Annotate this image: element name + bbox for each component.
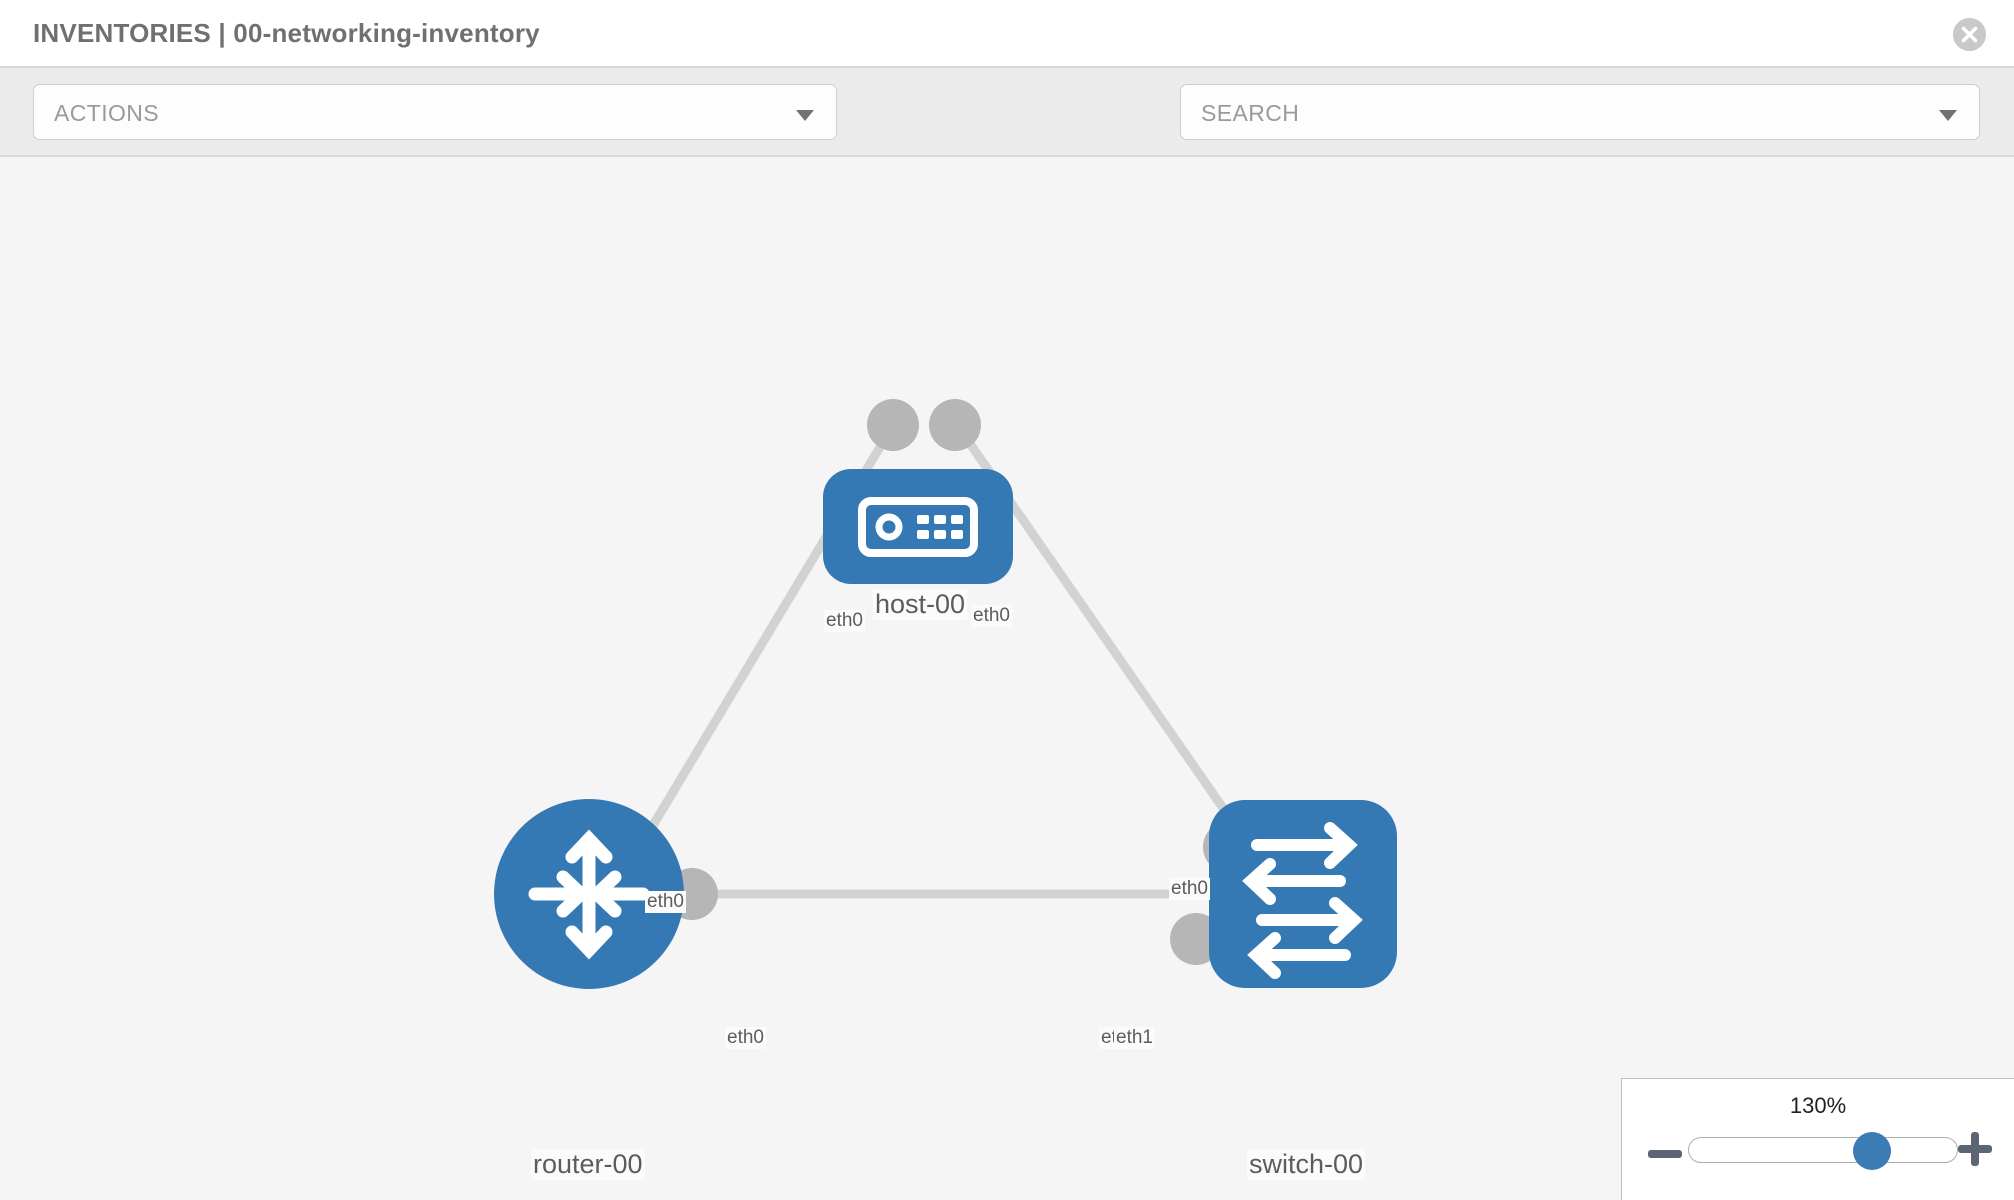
topology-graph bbox=[494, 399, 1397, 989]
zoom-out-button[interactable] bbox=[1648, 1132, 1682, 1166]
server-icon bbox=[858, 497, 978, 557]
actions-dropdown-label: ACTIONS bbox=[54, 100, 160, 126]
zoom-level-value: 130% bbox=[1789, 1093, 1847, 1118]
actions-dropdown[interactable]: ACTIONS bbox=[33, 84, 837, 140]
topology-canvas[interactable]: host-00 router-00 switch-00 eth0 eth0 et… bbox=[0, 157, 2014, 1200]
zoom-slider-thumb[interactable] bbox=[1853, 1132, 1891, 1170]
page-title: INVENTORIES | 00-networking-inventory bbox=[33, 18, 540, 48]
close-icon-glyph bbox=[1953, 18, 1986, 51]
chevron-down-icon[interactable] bbox=[1939, 110, 1957, 121]
node-switch-00[interactable] bbox=[1209, 800, 1397, 988]
node-router-00[interactable] bbox=[494, 799, 684, 989]
edge-label-router-up: eth0 bbox=[645, 891, 686, 913]
search-placeholder: SEARCH bbox=[1201, 100, 1300, 126]
search-input[interactable]: SEARCH bbox=[1180, 84, 1980, 140]
chevron-down-icon bbox=[796, 110, 814, 121]
switch-arrows-icon bbox=[1242, 822, 1363, 979]
close-icon[interactable] bbox=[1953, 18, 1986, 51]
node-host-00[interactable] bbox=[823, 469, 1013, 584]
edge-label-host-left: eth0 bbox=[824, 610, 865, 632]
plus-icon bbox=[1958, 1132, 1992, 1166]
node-label-switch: switch-00 bbox=[1247, 1149, 1366, 1180]
edge-label-switch-up: eth0 bbox=[1169, 878, 1210, 900]
edge-label-router-right: eth0 bbox=[725, 1027, 766, 1049]
zoom-slider[interactable] bbox=[1688, 1132, 1958, 1170]
minus-icon bbox=[1648, 1150, 1682, 1158]
zoom-control-panel: 130% bbox=[1621, 1078, 2014, 1200]
edge-label-host-right: eth0 bbox=[971, 605, 1012, 627]
node-label-router: router-00 bbox=[531, 1149, 645, 1180]
edge-label-switch-left-b: eth1 bbox=[1114, 1027, 1155, 1049]
toolbar: ACTIONS SEARCH bbox=[0, 68, 2014, 197]
page-header: INVENTORIES | 00-networking-inventory bbox=[0, 0, 2014, 68]
node-label-host: host-00 bbox=[873, 589, 968, 620]
router-arrows-icon bbox=[528, 829, 650, 960]
zoom-in-button[interactable] bbox=[1958, 1132, 1992, 1172]
